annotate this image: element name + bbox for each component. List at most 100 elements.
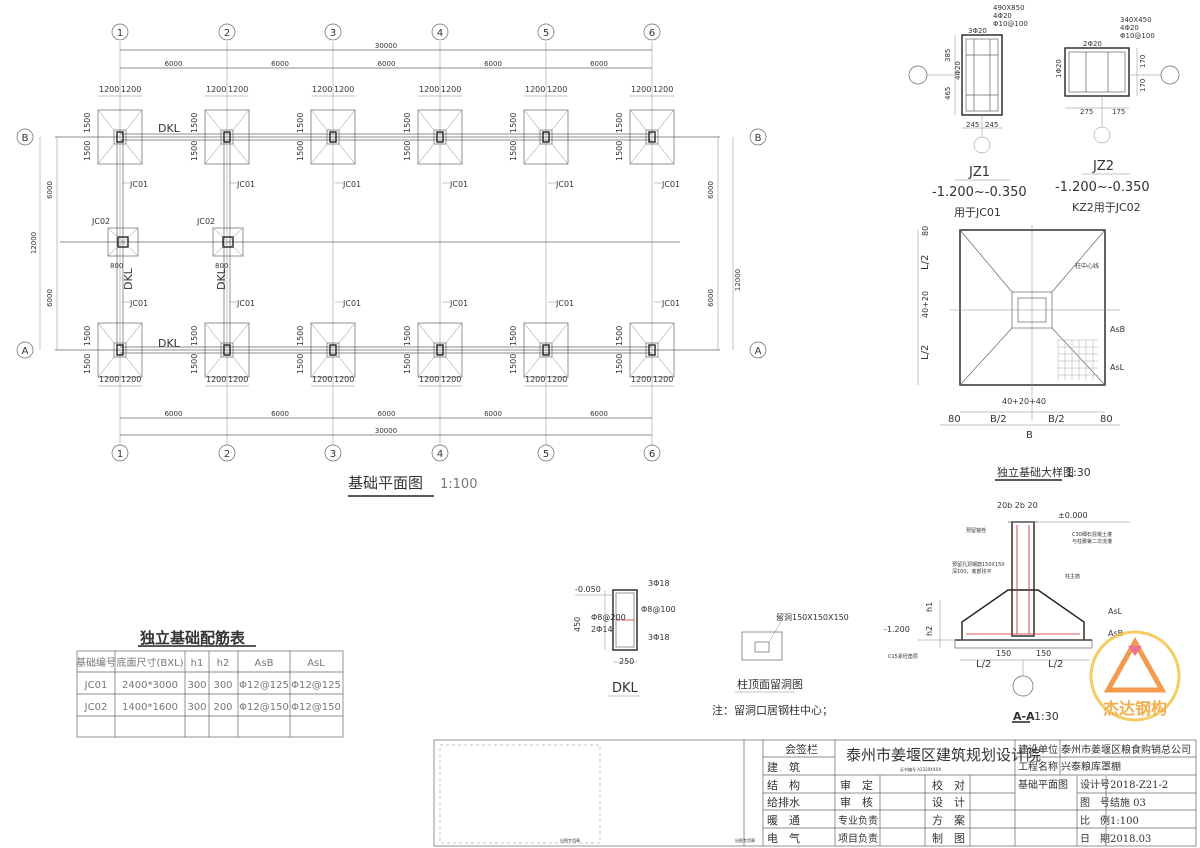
disc-5: 电 气 xyxy=(767,831,800,845)
axis-num-top-3: 3 xyxy=(330,28,336,39)
table-header-3: h2 xyxy=(217,658,230,669)
detail-asl: AsL xyxy=(1110,363,1125,372)
table-cell: 300 xyxy=(187,680,206,691)
jc02-label-2: JC02 xyxy=(196,217,215,226)
pad-dim-y-a: 1500 xyxy=(615,326,624,346)
axis-a-left: A xyxy=(22,346,29,357)
pad-dim-x-a: 1200 xyxy=(312,375,332,384)
disc-2: 结 构 xyxy=(767,778,800,792)
pad-dim-y-a: 1500 xyxy=(615,113,624,133)
disc-1: 建 筑 xyxy=(767,760,800,774)
detail-b2-left: B/2 xyxy=(990,414,1007,425)
pad-dim-y-a: 1500 xyxy=(83,113,92,133)
axis-num-top-6: 6 xyxy=(649,28,655,39)
side-total-right: 12000 xyxy=(734,269,742,291)
detail-scale: 1:30 xyxy=(1066,466,1091,479)
axis-num-bottom-1: 1 xyxy=(117,449,123,460)
scale: 1:100 xyxy=(1110,816,1139,827)
title-block: 出图专用章 出图专用章 会签栏 建 筑 结 构 给排水 暖 通 电 气 泰州市姜… xyxy=(433,739,1197,847)
dkl-top: 3Φ18 xyxy=(648,579,670,588)
pad-dim-x-b: 1200 xyxy=(441,85,461,94)
detail-mid: 40+20 xyxy=(921,291,930,318)
axis-num-bottom-5: 5 xyxy=(543,449,549,460)
section-asl: AsL xyxy=(1108,607,1123,616)
small-note-2: 出图专用章 xyxy=(735,837,755,843)
axis-num-top-1: 1 xyxy=(117,28,123,39)
axis-num-bottom-6: 6 xyxy=(649,449,655,460)
pad-dim-x-b: 1200 xyxy=(228,375,248,384)
jz2-dim-b: 170 xyxy=(1139,79,1147,92)
pad-dim-y-b: 1500 xyxy=(509,141,518,161)
jz1-dim-b: 465 xyxy=(944,87,952,100)
section-note5: 深100，底部找平 xyxy=(952,568,992,575)
foundation-plan: 30000 30000 6000 6000 12000 6000 6000 12… xyxy=(16,23,767,497)
design-no-label: 设计号 xyxy=(1080,778,1110,791)
jz1-top-bars: 3Φ20 xyxy=(968,27,987,35)
project: 兴泰粮库罩棚 xyxy=(1061,760,1121,773)
jc01-label: JC01 xyxy=(129,180,148,189)
dkl-bot: 3Φ18 xyxy=(648,633,670,642)
jc02-label-1: JC02 xyxy=(91,217,110,226)
scale-label: 比 例 xyxy=(1080,814,1110,827)
dkl-label-top: DKL xyxy=(158,122,181,135)
jc01-label: JC01 xyxy=(449,299,468,308)
company-logo: 杰达钢构 xyxy=(1089,630,1181,722)
axis-bubble-top-4 xyxy=(431,23,449,41)
dkl-title: DKL xyxy=(612,681,639,696)
section-level1: -1.200 xyxy=(884,625,910,634)
role-r-3: 方 案 xyxy=(932,813,965,827)
role-l-3: 专业负责 xyxy=(838,814,878,827)
client: 泰州市姜堰区粮食购销总公司 xyxy=(1061,743,1191,756)
section-note4: 预留孔洞钢筋150X150 xyxy=(952,561,1005,568)
section-top-dim: 20b 2b 20 xyxy=(997,501,1038,510)
pad-dim-y-b: 1500 xyxy=(403,141,412,161)
pad-dim-x-a: 1200 xyxy=(99,85,119,94)
pad-dim-y-a: 1500 xyxy=(296,326,305,346)
pad-dim-y-b: 1500 xyxy=(615,141,624,161)
side-dim-right-2: 6000 xyxy=(707,289,715,307)
section-scale: 1:30 xyxy=(1034,710,1059,723)
detail-asb: AsB xyxy=(1110,325,1125,334)
jz1-dim-a: 385 xyxy=(944,49,952,62)
table-title: 独立基础配筋表 xyxy=(140,629,246,647)
detail-b: B xyxy=(1026,430,1033,441)
jz1-side-bars: 4Φ20 xyxy=(954,61,962,80)
table-cell: Φ12@125 xyxy=(291,680,341,691)
role-r-1: 校 对 xyxy=(932,778,965,792)
jz2-dim-a: 170 xyxy=(1139,55,1147,68)
jz2-dim-c: 275 xyxy=(1080,108,1093,116)
jc02-dim-1: 800 xyxy=(110,262,123,270)
section-note2: 与柱脚第二次浇灌 xyxy=(1072,538,1112,545)
pad-dim-y-b: 1500 xyxy=(83,141,92,161)
side-dim-left-1: 6000 xyxy=(46,181,54,199)
jc01-label: JC01 xyxy=(555,180,574,189)
sign-header: 会签栏 xyxy=(785,742,818,756)
table-cell: JC02 xyxy=(84,702,108,713)
pad-dim-y-a: 1500 xyxy=(190,113,199,133)
pad-dim-y-b: 1500 xyxy=(296,354,305,374)
axis-num-bottom-2: 2 xyxy=(224,449,230,460)
jz1-r2: Φ10@100 xyxy=(993,20,1028,28)
section-level0: ±0.000 xyxy=(1058,511,1088,520)
date-label: 日 期 xyxy=(1080,833,1110,845)
detail-l2-bottom: L/2 xyxy=(920,345,931,360)
pad-dim-x-b: 1200 xyxy=(441,375,461,384)
axis-num-bottom-4: 4 xyxy=(437,449,443,460)
disc-3: 给排水 xyxy=(767,795,800,809)
pad-dim-x-b: 1200 xyxy=(228,85,248,94)
dkl-w: 250 xyxy=(619,657,634,666)
pad-dim-x-a: 1200 xyxy=(525,375,545,384)
hole-title: 柱顶面留洞图 xyxy=(737,677,803,691)
pad-dim-y-a: 1500 xyxy=(509,326,518,346)
section-title: A-A xyxy=(1013,710,1035,723)
pad-dim-x-b: 1200 xyxy=(334,85,354,94)
detail-l2-top: L/2 xyxy=(920,255,931,270)
client-label: 建设单位 xyxy=(1018,743,1058,756)
pad-dim-x-b: 1200 xyxy=(121,85,141,94)
cert-no: 证书编号 A2320XXXX xyxy=(900,766,941,772)
